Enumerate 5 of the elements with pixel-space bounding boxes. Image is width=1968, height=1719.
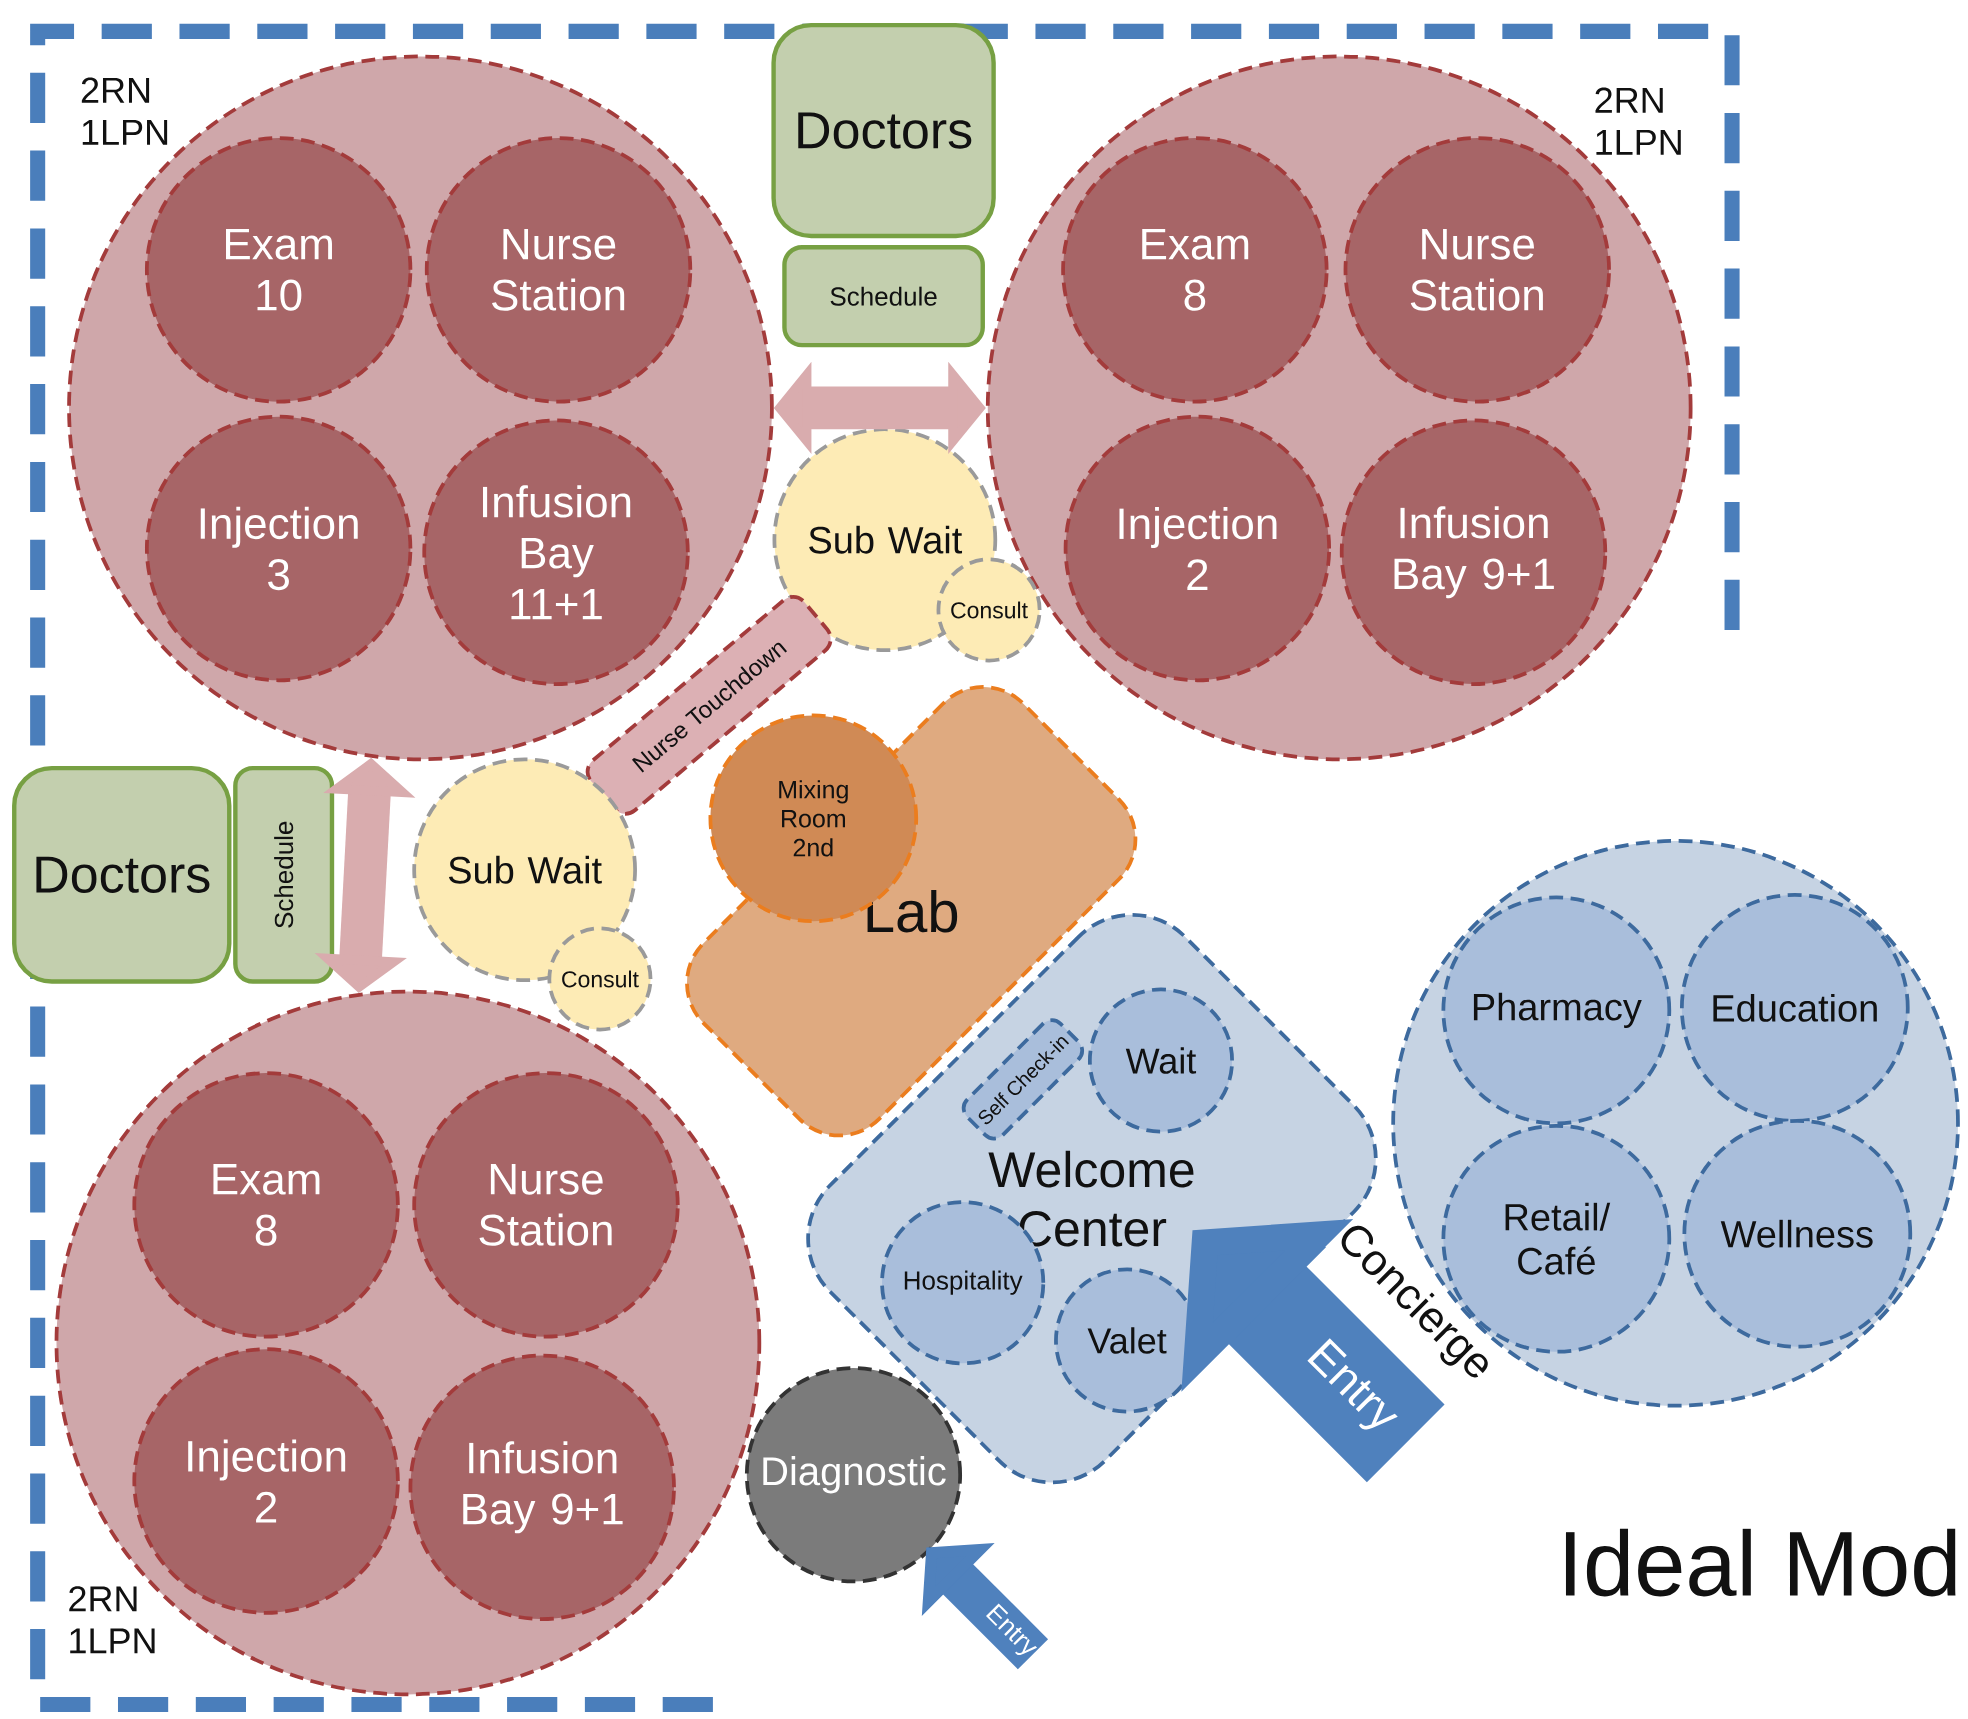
office-box: Schedule bbox=[233, 765, 335, 984]
office-box: Doctors bbox=[12, 765, 232, 984]
office-box: Doctors bbox=[771, 22, 996, 238]
office-box: Schedule bbox=[782, 244, 985, 348]
title: Ideal Mod bbox=[1565, 1528, 1956, 1597]
